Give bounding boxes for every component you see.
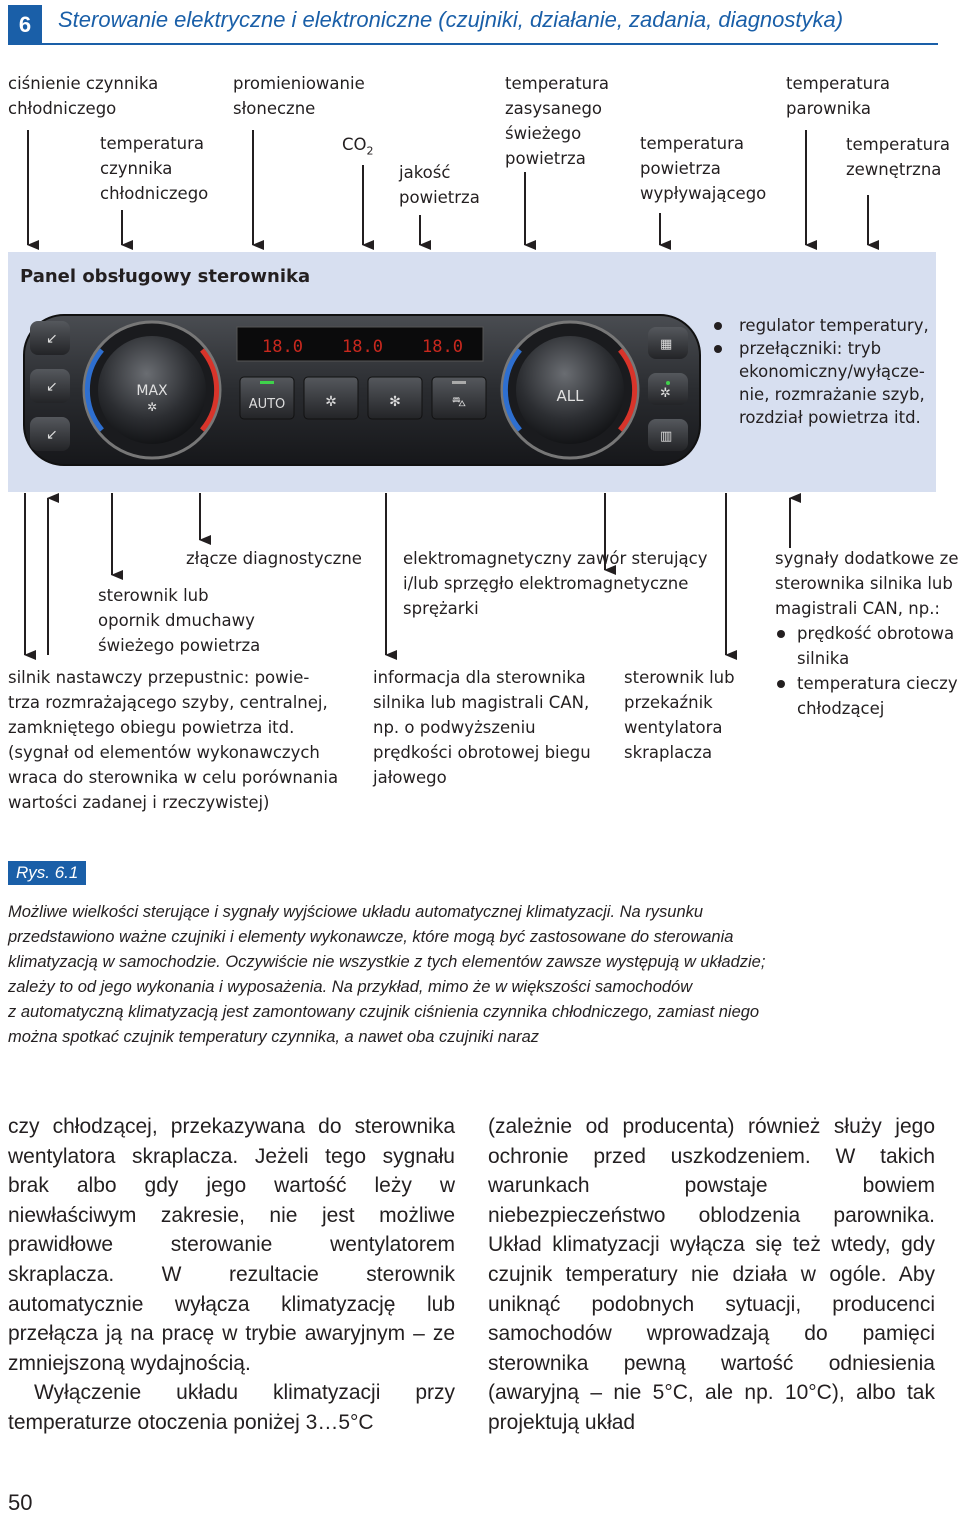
svg-text:▥: ▥ xyxy=(660,429,672,444)
display-right: 18.0 xyxy=(422,337,463,357)
chapter-number-badge: 6 xyxy=(8,5,42,43)
chapter-title: Sterowanie elektryczne i elektroniczne (… xyxy=(58,7,844,32)
svg-text:↙: ↙ xyxy=(46,379,58,395)
bullet-icon xyxy=(777,630,785,638)
bullet-icon xyxy=(714,322,722,330)
svg-text:↙: ↙ xyxy=(46,427,58,443)
display-middle: 18.0 xyxy=(342,337,383,357)
header-rule xyxy=(8,43,938,45)
display-left: 18.0 xyxy=(262,337,303,357)
figure-caption: Możliwe wielkości sterujące i sygnały wy… xyxy=(8,903,766,1046)
auto-button-label: AUTO xyxy=(249,397,286,412)
label-flap-motor: silnik nastawczy przepustnic: powie-trza… xyxy=(8,668,339,812)
svg-text:▦: ▦ xyxy=(660,337,672,352)
label-additional-signals: sygnały dodatkowe ze sterownika silnika … xyxy=(775,546,959,721)
panel-feature-list: regulator temperatury, przełączniki: try… xyxy=(714,314,944,429)
bullet-icon xyxy=(714,345,722,353)
svg-text:↙: ↙ xyxy=(46,331,58,347)
figure-label: Rys. 6.1 xyxy=(8,861,87,885)
label-co2: CO2 xyxy=(342,135,374,158)
svg-text:✲: ✲ xyxy=(147,400,157,414)
diagram-arrows xyxy=(24,130,879,660)
bullet-icon xyxy=(777,680,785,688)
svg-text:✲: ✲ xyxy=(660,386,671,401)
body-paragraph: (zależnie od producenta) również służy j… xyxy=(488,1115,935,1434)
body-column-right: (zależnie od producenta) również służy j… xyxy=(488,1112,935,1438)
svg-text:⛍: ⛍ xyxy=(452,394,466,410)
body-column-left: czy chłodzącej, przekazywana do sterowni… xyxy=(8,1112,455,1438)
climate-control-unit: ↙ ↙ ↙ MAX ✲ 18.0 18.0 18.0 AUTO ✲ ✻ ⛍ AL… xyxy=(23,314,701,466)
all-button-label: ALL xyxy=(557,387,585,405)
panel-title: Panel obsługowy sterownika xyxy=(20,266,311,287)
panel-feature-bullet-1: regulator temperatury, xyxy=(714,314,944,337)
svg-text:✲: ✲ xyxy=(325,394,337,410)
label-diagnostic-connector: złącze diagnostyczne xyxy=(186,549,362,568)
body-paragraph: Wyłączenie układu klimatyzacji przy temp… xyxy=(8,1381,455,1434)
svg-text:✻: ✻ xyxy=(389,394,401,410)
panel-feature-bullet-2: przełączniki: tryb ekonomiczny/wyłącze- … xyxy=(714,337,944,429)
max-button-label: MAX xyxy=(136,383,168,399)
page-number: 50 xyxy=(8,1490,33,1515)
body-paragraph: czy chłodzącej, przekazywana do sterowni… xyxy=(8,1115,455,1375)
